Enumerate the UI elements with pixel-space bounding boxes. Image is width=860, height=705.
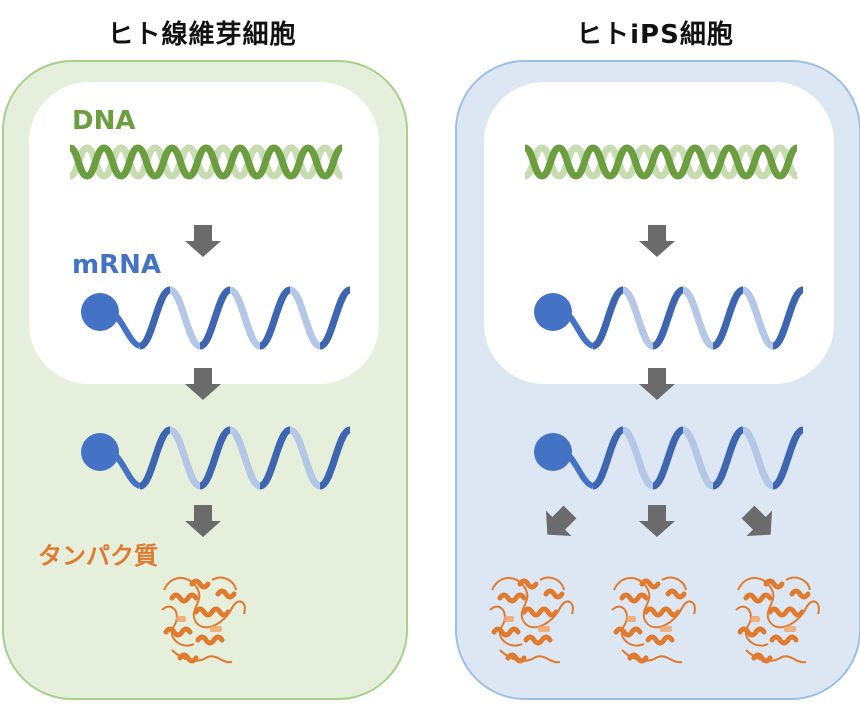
arrow-translation-right-right	[735, 499, 784, 548]
protein-right-3	[736, 578, 819, 663]
mrna-nucleus-left	[81, 290, 350, 346]
protein-right-2	[612, 578, 695, 663]
arrow-transcription-right	[639, 225, 675, 257]
dna-label: DNA	[72, 106, 136, 136]
arrow-transcription-left	[185, 225, 221, 257]
right-panel-title: ヒトiPS細胞	[576, 20, 734, 50]
arrow-export-right	[639, 368, 675, 400]
arrow-translation-right-left	[534, 499, 583, 548]
dna-helix-right	[525, 148, 797, 176]
mrna-cytoplasm-left	[81, 430, 350, 486]
dna-helix-left	[70, 148, 342, 176]
protein-left	[162, 578, 245, 663]
protein-right-1	[490, 578, 573, 663]
left-panel-title: ヒト線維芽細胞	[107, 20, 297, 50]
mrna-label: mRNA	[72, 250, 161, 280]
mrna-cytoplasm-right	[534, 430, 803, 486]
arrow-export-left	[185, 368, 221, 400]
arrow-translation-right-center	[639, 505, 675, 537]
protein-label: タンパク質	[38, 542, 158, 570]
mrna-nucleus-right	[534, 290, 803, 346]
arrow-translation-left	[185, 505, 221, 537]
